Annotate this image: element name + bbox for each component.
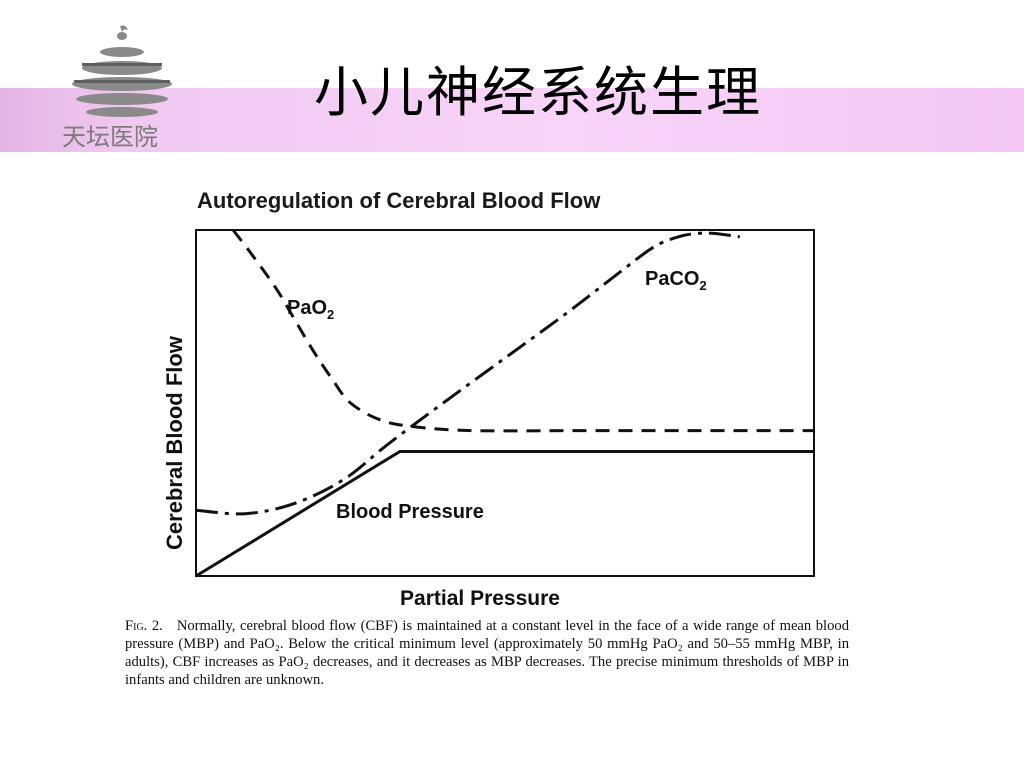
header-band — [0, 88, 1024, 152]
logo-text: 天坛医院 — [62, 123, 158, 151]
caption-fig-label: Fig. 2. — [125, 618, 163, 634]
series-label-paco2: PaCO2 — [645, 268, 707, 293]
plot-frame — [195, 229, 815, 577]
hospital-logo-icon — [72, 25, 172, 117]
figure-caption: Fig. 2.Normally, cerebral blood flow (CB… — [125, 617, 849, 689]
caption-text: Normally, cerebral blood flow (CBF) is m… — [125, 618, 849, 688]
series-label-pao2: PaO2 — [287, 297, 334, 322]
y-axis-label: Cerebral Blood Flow — [162, 335, 187, 550]
slide-title: 小儿神经系统生理 — [314, 61, 762, 124]
series-label-blood-pressure: Blood Pressure — [336, 501, 484, 523]
chart-title: Autoregulation of Cerebral Blood Flow — [197, 188, 601, 213]
series-line-blood-pressure — [195, 449, 814, 578]
x-axis-label: Partial Pressure — [400, 587, 560, 610]
series-line-pao2 — [231, 229, 814, 433]
